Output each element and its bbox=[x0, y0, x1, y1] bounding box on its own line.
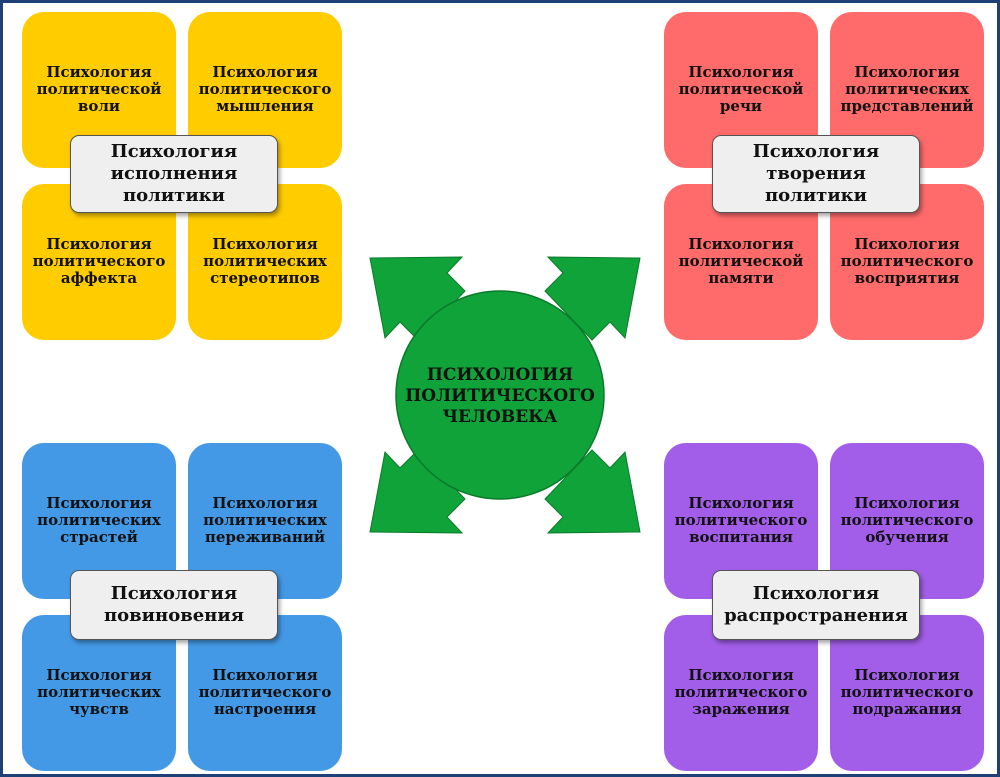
tile-label: Психология политических страстей bbox=[37, 494, 161, 546]
tile-label: Психология политической памяти bbox=[678, 235, 804, 287]
cluster-label: Психология творения политики bbox=[712, 135, 920, 213]
tile-label: Психология политической воли bbox=[36, 63, 162, 115]
arrow-down-right bbox=[544, 449, 641, 534]
tile-label: Психология политических переживаний bbox=[203, 494, 327, 546]
cluster-execution: Психология политической воли Психология … bbox=[22, 12, 342, 342]
tile-label: Психология политического воспитания bbox=[674, 494, 808, 546]
cluster-obedience: Психология политических страстей Психоло… bbox=[22, 443, 342, 773]
center-title-line: ПОЛИТИЧЕСКОГО bbox=[405, 386, 595, 406]
cluster-creation: Психология политической речи Психология … bbox=[664, 12, 984, 342]
cluster-label: Психология распространения bbox=[712, 570, 920, 640]
tile-political-feelings: Психология политических чувств bbox=[22, 615, 176, 771]
tile-label: Психология политического восприятия bbox=[840, 235, 974, 287]
cluster-label: Психология повиновения bbox=[70, 570, 278, 640]
tile-political-contagion: Психология политического заражения bbox=[664, 615, 818, 771]
cluster-label: Психология исполнения политики bbox=[70, 135, 278, 213]
tile-label: Психология политической речи bbox=[678, 63, 804, 115]
center-circle bbox=[395, 290, 605, 500]
tile-label: Психология политических чувств bbox=[37, 666, 161, 718]
tile-political-imitation: Психология политического подражания bbox=[830, 615, 984, 771]
tile-label: Психология политического аффекта bbox=[32, 235, 166, 287]
cluster-distribution: Психология политического воспитания Псих… bbox=[664, 443, 984, 773]
tile-label: Психология политических представлений bbox=[840, 63, 974, 115]
tile-label: Психология политического обучения bbox=[840, 494, 974, 546]
tile-label: Психология политических стереотипов bbox=[203, 235, 327, 287]
tile-label: Психология политического настроения bbox=[198, 666, 332, 718]
tile-label: Психология политического мышления bbox=[198, 63, 332, 115]
tile-political-mood: Психология политического настроения bbox=[188, 615, 342, 771]
tile-label: Психология политического заражения bbox=[674, 666, 808, 718]
center-title-line: ЧЕЛОВЕКА bbox=[443, 407, 558, 427]
tile-label: Психология политического подражания bbox=[840, 666, 974, 718]
arrow-up-right bbox=[544, 256, 641, 341]
center-title-line: ПСИХОЛОГИЯ bbox=[427, 365, 573, 385]
